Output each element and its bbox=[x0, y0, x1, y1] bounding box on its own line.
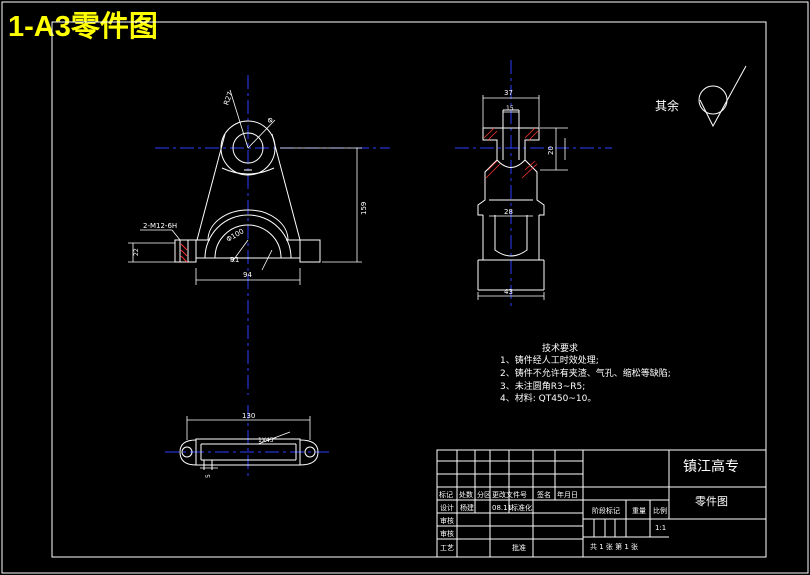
process-label: 工艺 bbox=[440, 544, 454, 552]
drawing-name: 零件图 bbox=[695, 495, 728, 508]
dim-15: 15 bbox=[506, 105, 514, 112]
dim-phi-big: Φ100 bbox=[225, 227, 245, 243]
dim-159: 159 bbox=[360, 202, 368, 215]
front-view-dimensions bbox=[128, 89, 362, 285]
side-view bbox=[477, 109, 545, 291]
dim-phi-small: Φ bbox=[266, 116, 276, 126]
row-label: 年月日 bbox=[557, 490, 578, 499]
row-label: 标记 bbox=[439, 490, 453, 499]
dim-width: 94 bbox=[243, 271, 252, 279]
row-label: 更改文件号 bbox=[492, 490, 527, 499]
scale-value: 1:1 bbox=[655, 524, 666, 532]
design-date: 08.11 bbox=[492, 504, 512, 512]
dim-43: 43 bbox=[504, 288, 513, 296]
tech-req-item: 1、铸件经人工时效处理; bbox=[500, 354, 599, 366]
tech-req-item: 2、铸件不允许有夹渣、气孔、缩松等缺陷; bbox=[500, 367, 671, 379]
side-view-hatching bbox=[483, 127, 539, 179]
dim-r-inner: R1 bbox=[230, 256, 239, 264]
review-label: 审核 bbox=[440, 529, 454, 538]
dim-28: 28 bbox=[504, 208, 513, 216]
dim-small: 5 bbox=[205, 474, 212, 478]
row-label: 签名 bbox=[537, 490, 551, 499]
top-view-dimensions bbox=[186, 416, 311, 469]
dim-thread: 2-M12-6H bbox=[143, 222, 177, 230]
top-view bbox=[179, 438, 319, 470]
approve-label: 批准 bbox=[512, 543, 526, 552]
weight-header: 重量 bbox=[632, 507, 646, 515]
row-label: 处数 bbox=[459, 490, 473, 499]
roughness-symbol bbox=[698, 65, 747, 128]
standard-label: 标准化 bbox=[511, 503, 532, 512]
center-lines bbox=[155, 60, 612, 480]
front-view bbox=[174, 120, 321, 263]
dim-130: 130 bbox=[242, 412, 255, 420]
dim-chamfer: 1X45° bbox=[258, 437, 277, 444]
tech-req-item: 4、材料: QT450~10。 bbox=[500, 392, 596, 404]
side-view-dimensions bbox=[477, 95, 568, 300]
design-name: 杨建 bbox=[460, 503, 474, 512]
scale-header: 比例 bbox=[653, 506, 667, 515]
title-block-grid bbox=[436, 449, 767, 558]
dim-20: 20 bbox=[547, 146, 555, 155]
inner-border bbox=[51, 21, 767, 558]
school-name: 镇江高专 bbox=[683, 458, 739, 475]
sheet-title: 1-A3零件图 bbox=[8, 11, 158, 43]
tech-req-heading: 技术要求 bbox=[542, 342, 578, 354]
check-label: 审核 bbox=[440, 516, 454, 525]
dim-left: 22 bbox=[133, 248, 140, 256]
sheet-info: 共 1 张 第 1 张 bbox=[590, 542, 638, 551]
roughness-note: 其余 bbox=[655, 98, 679, 113]
tech-req-item: 3、未注圆角R3~R5; bbox=[500, 380, 585, 392]
row-label: 分区 bbox=[477, 490, 491, 499]
design-label: 设计 bbox=[440, 503, 454, 512]
dim-37: 37 bbox=[504, 89, 513, 97]
stage-header: 阶段标记 bbox=[592, 506, 620, 515]
